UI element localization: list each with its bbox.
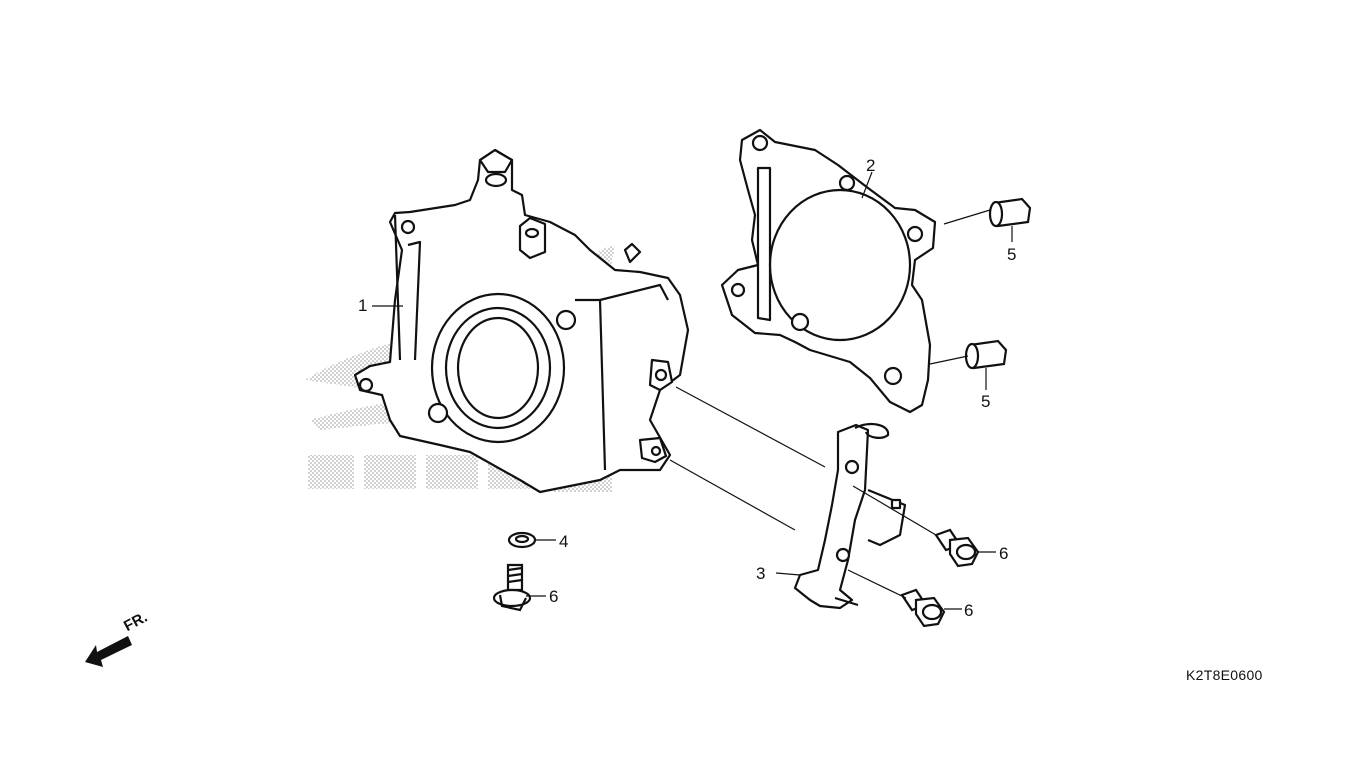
callout-6-bracket-upper: 6: [999, 544, 1009, 563]
flange-bolt-lower-left: [492, 563, 532, 612]
washer-part: [507, 531, 537, 549]
cylinder-gasket-part: [720, 128, 937, 414]
flange-bolt-bracket-lower: [900, 588, 946, 628]
flange-bolt-bracket-upper: [934, 528, 980, 568]
dowel-pin-upper: [988, 197, 1032, 228]
callout-3: 3: [756, 564, 766, 583]
cylinder-part: [353, 148, 690, 494]
callout-6-bracket-lower: 6: [964, 601, 974, 620]
leader-lines: [372, 171, 1013, 610]
callout-4: 4: [559, 532, 569, 551]
callout-2: 2: [866, 156, 876, 175]
callout-5-upper: 5: [1007, 245, 1017, 264]
bracket-part: [793, 422, 907, 610]
front-direction-arrow: [85, 636, 132, 667]
diagram-code: K2T8E0600: [1186, 667, 1263, 683]
callout-1: 1: [358, 296, 368, 315]
dowel-pin-lower: [964, 339, 1008, 370]
callout-5-lower: 5: [981, 392, 991, 411]
callout-6-lower-left: 6: [549, 587, 559, 606]
